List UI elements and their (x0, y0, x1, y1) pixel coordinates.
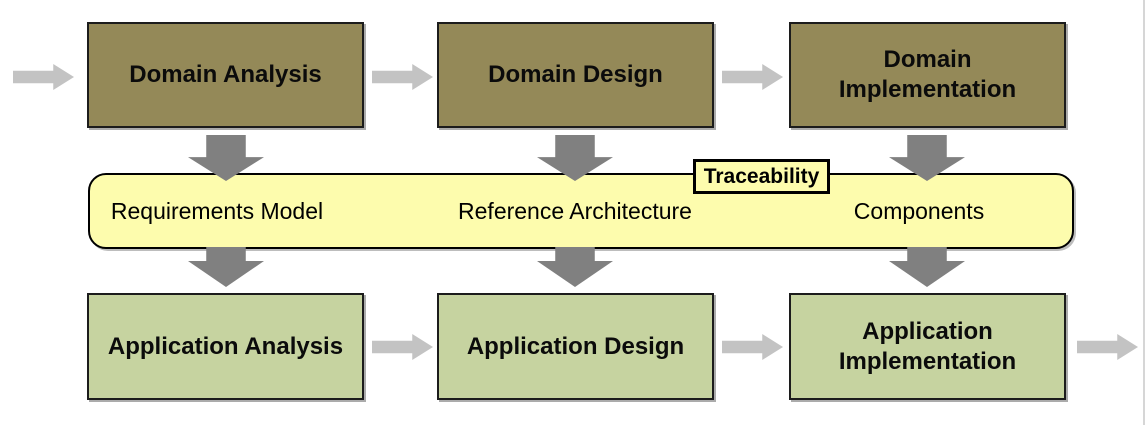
process-box-label: Application Design (466, 332, 685, 360)
band-item-components: Components (853, 198, 985, 224)
flow-arrow-right-icon (1077, 334, 1138, 360)
flow-arrow-right-icon (372, 334, 433, 360)
process-box-domain-implementation: Domain Implementation (789, 22, 1066, 128)
process-box-application-implementation: Application Implementation (789, 293, 1066, 400)
process-box-application-analysis: Application Analysis (87, 293, 364, 400)
process-box-domain-design: Domain Design (437, 22, 714, 128)
flow-arrow-right-icon (722, 64, 783, 90)
process-box-domain-analysis: Domain Analysis (87, 22, 364, 128)
process-box-label: Domain Design (488, 61, 663, 88)
flow-arrow-right-icon (372, 64, 433, 90)
page-edge-line (1143, 0, 1145, 425)
process-box-label: Application Analysis (107, 332, 344, 360)
traceability-tag-label: Traceability (703, 164, 820, 188)
process-box-application-design: Application Design (437, 293, 714, 400)
flow-arrow-down-icon (889, 247, 965, 287)
band-item-reference-architecture: Reference Architecture (458, 198, 692, 224)
process-box-label: Domain Analysis (129, 61, 322, 88)
process-box-label: Application Implementation (838, 317, 1017, 375)
flow-arrow-down-icon (188, 247, 264, 287)
flow-arrow-right-icon (722, 334, 783, 360)
band-item-requirements-model: Requirements Model (110, 198, 324, 224)
flow-arrow-down-icon (537, 247, 613, 287)
process-box-label: Domain Implementation (838, 46, 1017, 103)
flow-arrow-right-icon (13, 64, 74, 90)
traceability-tag: Traceability (693, 159, 830, 194)
